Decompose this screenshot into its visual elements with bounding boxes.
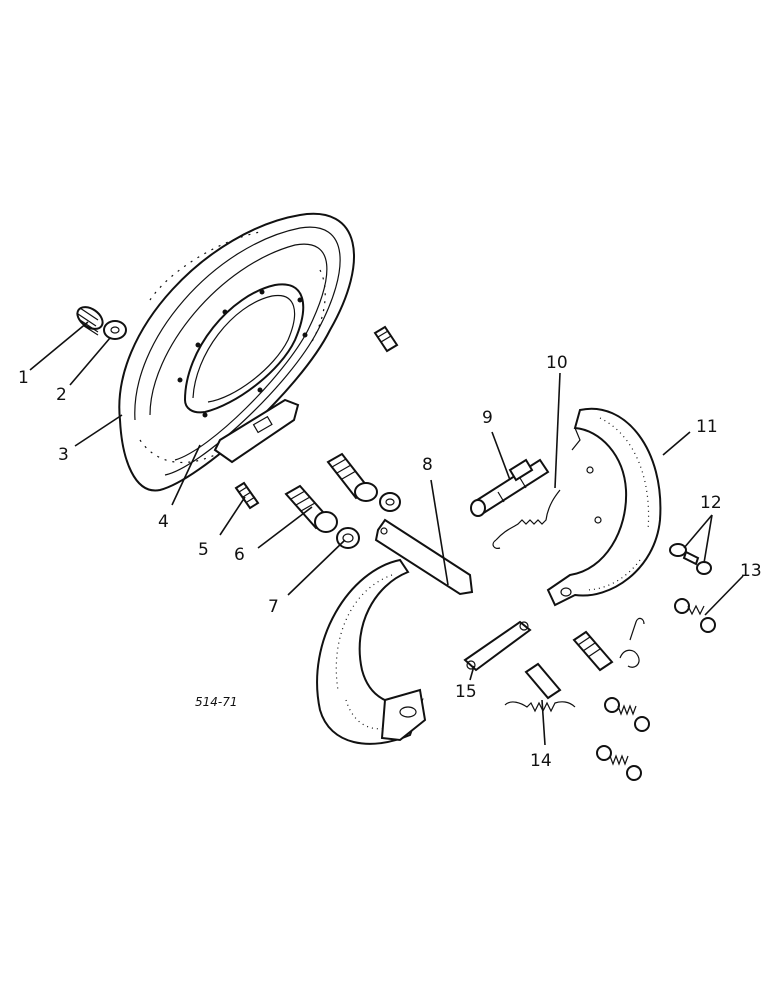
part-3-backing-plate xyxy=(118,212,355,492)
callout-10: 10 xyxy=(546,353,568,373)
part-12-clip xyxy=(669,543,712,575)
callout-5: 5 xyxy=(198,540,209,560)
stud-pin xyxy=(373,325,399,353)
part-1-spring xyxy=(76,306,104,336)
callout-1: 1 xyxy=(18,368,29,388)
brake-shoe-left xyxy=(316,558,427,745)
callout-6: 6 xyxy=(234,545,245,565)
spring-assembly-lower xyxy=(596,745,642,781)
callout-4: 4 xyxy=(158,512,169,532)
part-9-adjuster-rod xyxy=(470,458,550,517)
callout-8: 8 xyxy=(422,455,433,475)
part-11-brake-shoe-right xyxy=(546,407,662,607)
spring-assembly-middle xyxy=(604,697,650,732)
callout-2: 2 xyxy=(56,385,67,405)
part-15-link xyxy=(463,620,532,672)
callout-14: 14 xyxy=(530,751,552,771)
callout-9: 9 xyxy=(482,408,493,428)
callout-12: 12 xyxy=(700,493,722,513)
callout-13: 13 xyxy=(740,561,762,581)
part-6-adjuster-lower xyxy=(284,484,338,533)
callout-3: 3 xyxy=(58,445,69,465)
leader-lines xyxy=(29,321,744,746)
reference-code: 514-71 xyxy=(195,695,238,709)
callout-11: 11 xyxy=(696,417,718,437)
part-7-nut-upper xyxy=(379,492,401,512)
part-13-spring-cup xyxy=(674,598,716,633)
part-6-adjuster-upper xyxy=(326,452,378,502)
callout-7: 7 xyxy=(268,597,279,617)
callouts: 1 2 3 4 5 6 7 8 9 10 11 12 13 14 15 xyxy=(18,353,762,771)
spring-assembly-upper xyxy=(572,617,645,672)
part-14-spring xyxy=(504,662,576,713)
part-5-pin xyxy=(234,481,260,510)
part-10-spring xyxy=(492,489,561,549)
part-2-washer xyxy=(103,320,127,340)
part-8-lever xyxy=(374,518,474,596)
callout-15: 15 xyxy=(455,682,477,702)
